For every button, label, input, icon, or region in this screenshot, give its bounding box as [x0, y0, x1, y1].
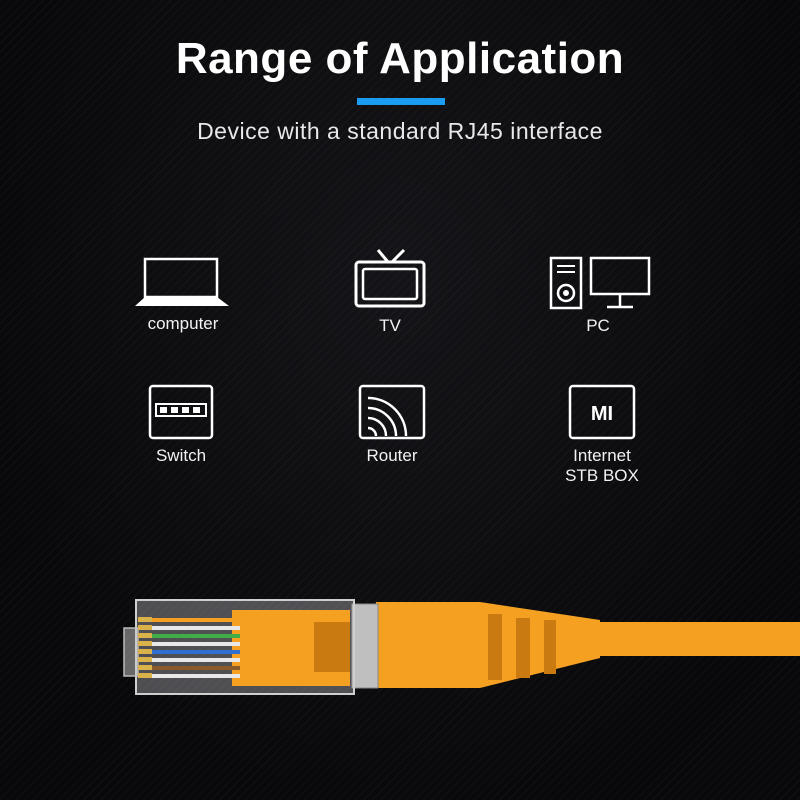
rj45-cable-illustration [123, 599, 800, 695]
contact-pin [138, 625, 152, 630]
device-label: Router [366, 446, 418, 465]
device-stb-box: MI Internet STB BOX [512, 384, 692, 486]
wire-strand [150, 634, 240, 638]
wire-strand [150, 674, 240, 678]
boot-rib [544, 620, 556, 674]
wire-strand [150, 626, 240, 630]
device-router: Router [302, 384, 482, 466]
page-title: Range of Application [175, 34, 625, 83]
cable-jacket [600, 622, 800, 656]
connector-shield [351, 603, 379, 689]
device-switch: Switch [91, 384, 271, 466]
load-bar-window [314, 622, 350, 672]
contact-pin [138, 641, 152, 646]
wire-strand [150, 650, 240, 654]
boot-rib [516, 618, 530, 678]
contact-pin [138, 617, 152, 622]
device-label: TV [379, 316, 401, 335]
router-signal-icon [358, 384, 426, 440]
gold-contacts [138, 617, 152, 678]
wire-strand [150, 658, 240, 662]
mi-box-icon: MI [568, 384, 636, 440]
wire-strand [150, 642, 240, 646]
mi-logo: MI [591, 403, 613, 425]
contact-pin [138, 673, 152, 678]
network-switch-icon [148, 384, 214, 440]
wire-strand [150, 618, 240, 622]
device-pc: PC [508, 256, 688, 336]
contact-pin [138, 633, 152, 638]
device-label: Internet STB BOX [565, 446, 639, 485]
device-label: computer [147, 314, 219, 333]
contact-pin [138, 657, 152, 662]
device-tv: TV [300, 248, 480, 336]
laptop-icon [135, 257, 229, 306]
contact-pin [138, 649, 152, 654]
plug-clip [123, 627, 139, 677]
desktop-pc-icon [549, 256, 651, 310]
wire-strand [150, 666, 240, 670]
twisted-pair-wires [150, 618, 240, 678]
contact-pin [138, 665, 152, 670]
device-label: PC [586, 316, 610, 335]
tv-icon [354, 248, 426, 308]
title-accent-bar [357, 98, 445, 105]
device-label: Switch [155, 446, 207, 465]
boot-rib [488, 614, 502, 680]
device-computer: computer [93, 256, 273, 334]
page-subtitle: Device with a standard RJ45 interface [197, 118, 603, 144]
